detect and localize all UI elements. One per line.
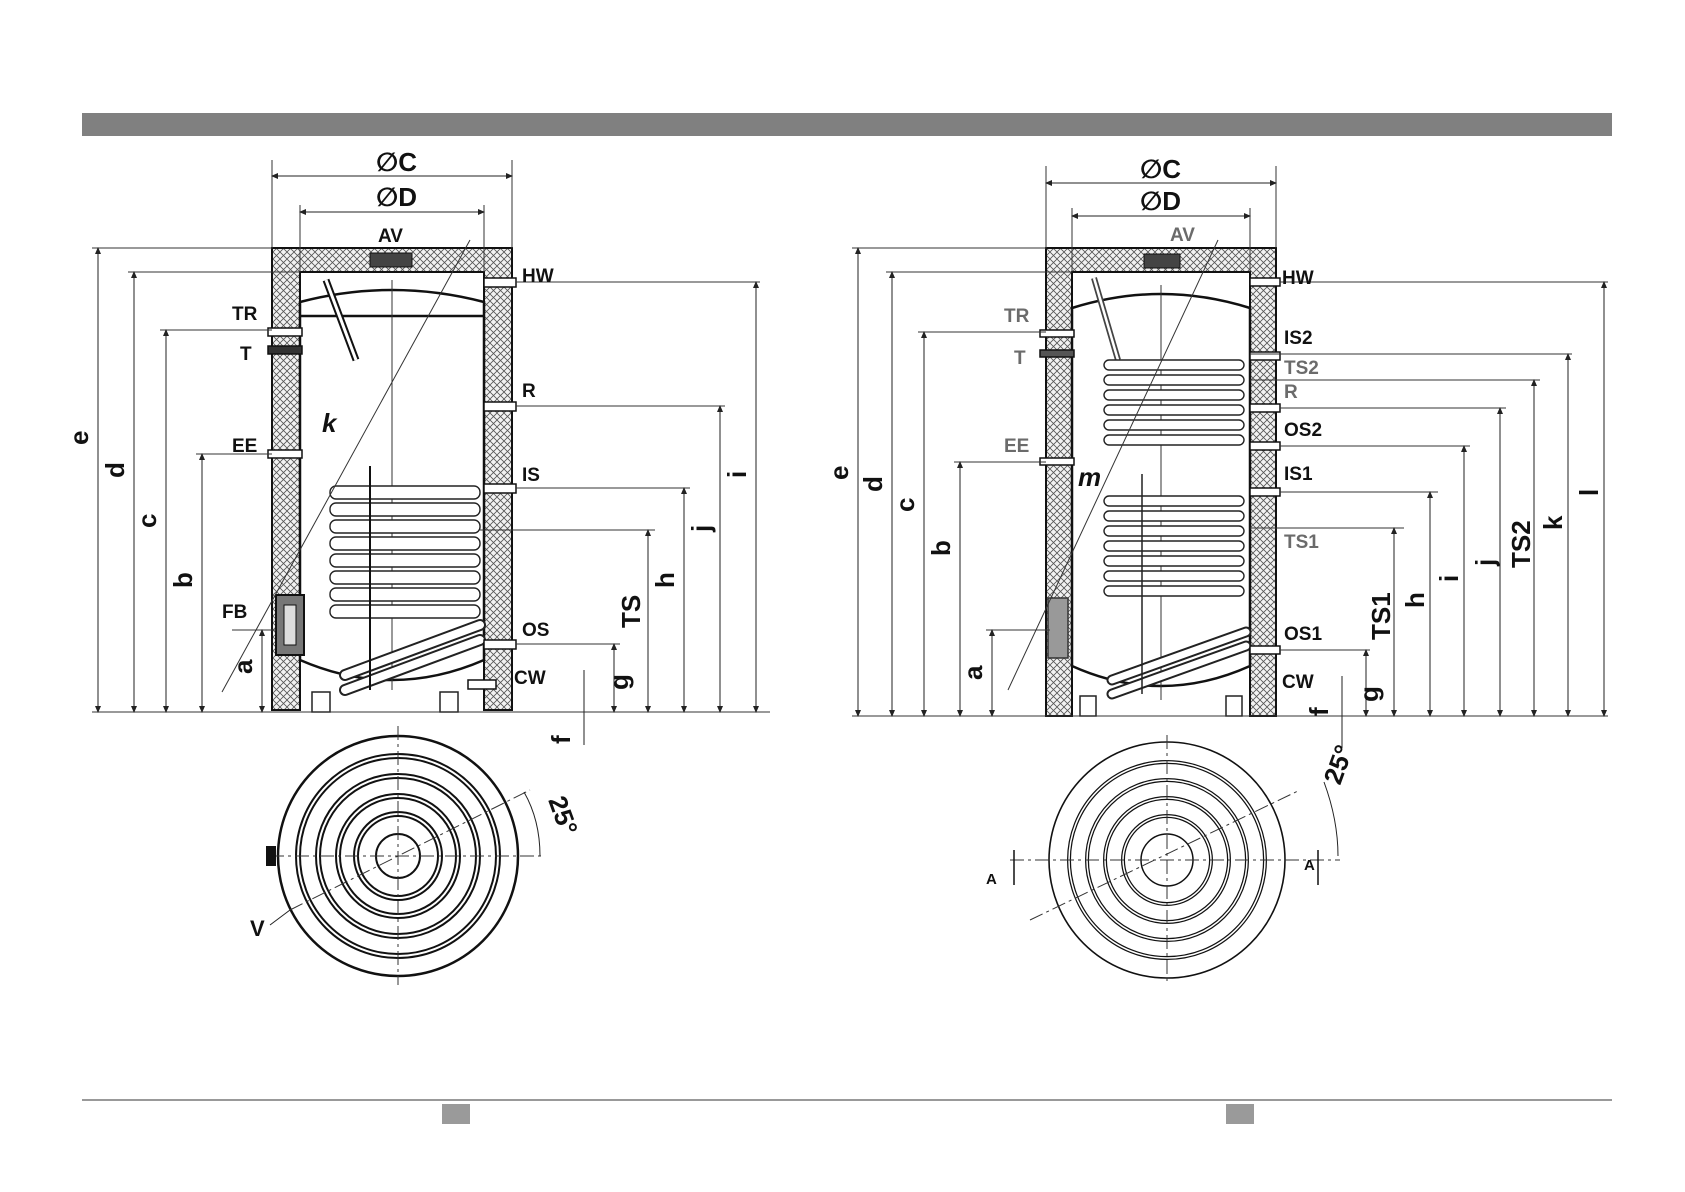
right-label-tr: TR [1004,306,1030,327]
left-dim-b: b [168,572,198,588]
left-dim-a: a [228,659,258,674]
left-label-os: OS [522,620,549,641]
right-upper-coil [1104,360,1244,445]
footer-box-right [1226,1104,1254,1124]
left-label-ee: EE [232,436,257,457]
right-tank-diagram [852,166,1608,985]
left-label-is: IS [522,465,540,486]
left-label-tr: TR [232,304,258,325]
header-bar [82,113,1612,136]
right-label-hw: HW [1282,268,1314,289]
right-dim-d: d [858,476,888,492]
right-dim-k: k [1538,515,1568,530]
right-dim-ts1: TS1 [1366,592,1396,640]
left-label-r: R [522,381,536,402]
right-lower-coil [1104,474,1246,694]
right-section-label-a-right: A [1304,857,1315,874]
left-label-cw: CW [514,668,546,689]
left-dim-h: h [650,572,680,588]
left-label-hw: HW [522,266,554,287]
left-dim-i: i [722,471,752,478]
right-label-os2: OS2 [1284,420,1322,441]
right-label-t: T [1014,348,1026,369]
left-plan-label-v: V [250,916,265,941]
right-dim-c: c [890,498,920,512]
right-dim-f: f [1304,707,1334,716]
right-label-r: R [1284,382,1298,403]
right-label-ee: EE [1004,436,1029,457]
right-label-av: AV [1170,225,1195,246]
right-dim-g: g [1354,686,1384,702]
left-dim-ts: TS [616,595,646,628]
right-label-ts1: TS1 [1284,532,1319,553]
right-diagonal-m: m [1078,462,1101,492]
left-plan-view [266,726,545,985]
left-coil [330,466,480,690]
right-label-os1: OS1 [1284,624,1322,645]
left-angle: 25° [542,792,584,839]
left-diagonal-k: k [322,408,338,438]
right-plan-view [1010,735,1340,985]
right-dim-ts2: TS2 [1506,520,1536,568]
right-label-is1: IS1 [1284,464,1313,485]
right-dim-j: j [1470,559,1500,567]
right-dim-i: i [1434,575,1464,582]
right-label-cw: CW [1282,672,1314,693]
footer-box-left [442,1104,470,1124]
left-dim-d: d [100,462,130,478]
left-dim-j: j [686,525,716,533]
right-angle: 25° [1317,741,1359,788]
right-section-label-a-left: A [986,871,997,888]
left-dim-c: c [132,514,162,528]
left-label-fb: FB [222,602,247,623]
left-label-dia-c: ∅C [376,147,417,177]
left-dim-g: g [604,674,634,690]
right-dim-e: e [824,466,854,480]
right-dim-h: h [1400,592,1430,608]
right-dim-l: l [1574,489,1604,496]
left-label-t: T [240,344,252,365]
right-label-dia-d: ∅D [1140,186,1181,216]
right-label-dia-c: ∅C [1140,154,1181,184]
right-label-is2: IS2 [1284,328,1313,349]
right-label-ts2: TS2 [1284,358,1319,379]
right-dim-a: a [958,665,988,680]
left-label-av: AV [378,226,403,247]
left-dim-e: e [64,431,94,445]
left-label-dia-d: ∅D [376,182,417,212]
right-dim-b: b [926,540,956,556]
left-dim-f: f [546,735,576,744]
